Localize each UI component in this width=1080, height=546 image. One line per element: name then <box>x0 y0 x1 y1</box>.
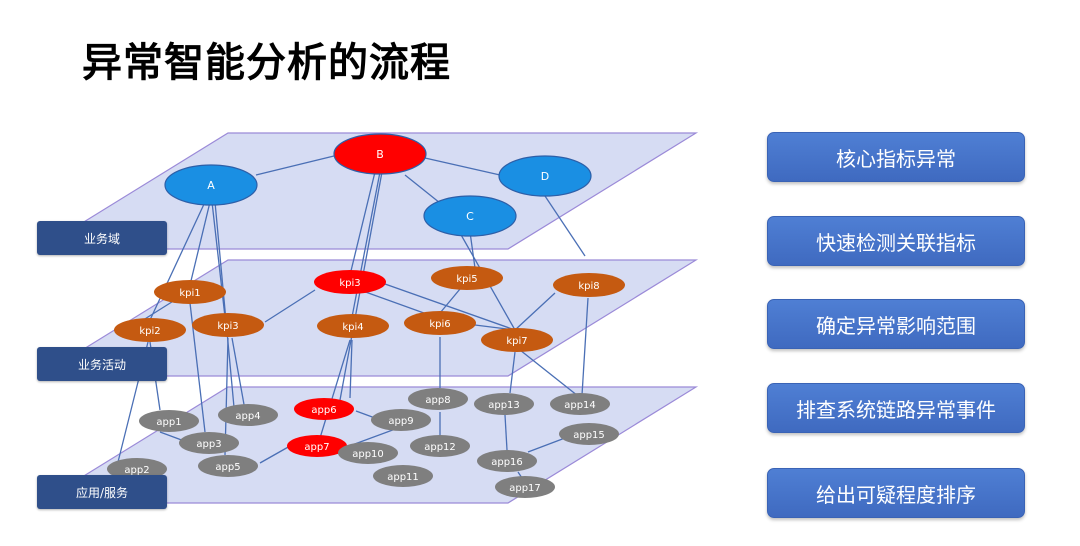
domain-node-a-label: A <box>207 179 215 192</box>
app-node-app8-label: app8 <box>425 395 450 406</box>
app-node-app13-label: app13 <box>488 400 520 411</box>
app-node-app9[interactable]: app9 <box>371 409 431 431</box>
layer-label-business-domain: 业务域 <box>37 221 167 255</box>
app-node-app13[interactable]: app13 <box>474 393 534 415</box>
kpi-node-kpi3-left[interactable]: kpi3 <box>192 313 264 337</box>
app-node-app2-label: app2 <box>124 465 149 476</box>
app-node-app7-label: app7 <box>304 442 329 453</box>
step-detect-related-metrics[interactable]: 快速检测关联指标 <box>767 216 1025 266</box>
app-node-app5[interactable]: app5 <box>198 455 258 477</box>
app-node-app5-label: app5 <box>215 462 240 473</box>
domain-node-d-label: D <box>541 170 549 183</box>
kpi-node-kpi6[interactable]: kpi6 <box>404 311 476 335</box>
app-node-app7[interactable]: app7 <box>287 435 347 457</box>
kpi-node-kpi6-label: kpi6 <box>429 319 450 330</box>
kpi-node-kpi8-label: kpi8 <box>578 281 599 292</box>
app-node-app16[interactable]: app16 <box>477 450 537 472</box>
app-node-app3-label: app3 <box>196 439 221 450</box>
app-node-app12[interactable]: app12 <box>410 435 470 457</box>
kpi-node-kpi4-label: kpi4 <box>342 322 363 333</box>
app-node-app4-label: app4 <box>235 411 260 422</box>
domain-node-c-label: C <box>466 210 474 223</box>
app-node-app10-label: app10 <box>352 449 384 460</box>
step-investigate-link-events[interactable]: 排查系统链路异常事件 <box>767 383 1025 433</box>
step-rank-suspicion[interactable]: 给出可疑程度排序 <box>767 468 1025 518</box>
domain-node-b-label: B <box>376 148 384 161</box>
kpi-node-kpi8[interactable]: kpi8 <box>553 273 625 297</box>
kpi-node-kpi1-label: kpi1 <box>179 288 200 299</box>
kpi-node-kpi3-left-label: kpi3 <box>217 321 238 332</box>
kpi-node-kpi3-anomaly[interactable]: kpi3 <box>314 270 386 294</box>
step-determine-impact-scope[interactable]: 确定异常影响范围 <box>767 299 1025 349</box>
app-node-app3[interactable]: app3 <box>179 432 239 454</box>
kpi-node-kpi5-label: kpi5 <box>456 274 477 285</box>
kpi-node-kpi1[interactable]: kpi1 <box>154 280 226 304</box>
kpi-node-kpi2-label: kpi2 <box>139 326 160 337</box>
app-node-app6[interactable]: app6 <box>294 398 354 420</box>
app-node-app17[interactable]: app17 <box>495 476 555 498</box>
kpi-node-kpi5[interactable]: kpi5 <box>431 266 503 290</box>
app-node-app1-label: app1 <box>156 417 181 428</box>
domain-node-b[interactable]: B <box>333 133 427 175</box>
app-node-app14-label: app14 <box>564 400 596 411</box>
app-node-app9-label: app9 <box>388 416 413 427</box>
app-node-app11[interactable]: app11 <box>373 465 433 487</box>
app-node-app2[interactable]: app2 <box>107 458 167 480</box>
kpi-node-kpi3-anomaly-label: kpi3 <box>339 278 360 289</box>
app-node-app12-label: app12 <box>424 442 456 453</box>
domain-node-c[interactable]: C <box>423 195 517 237</box>
app-node-app14[interactable]: app14 <box>550 393 610 415</box>
app-node-app6-label: app6 <box>311 405 336 416</box>
app-node-app15[interactable]: app15 <box>559 423 619 445</box>
app-node-app11-label: app11 <box>387 472 419 483</box>
kpi-node-kpi7-label: kpi7 <box>506 336 527 347</box>
layer-label-business-activity: 业务活动 <box>37 347 167 381</box>
app-node-app8[interactable]: app8 <box>408 388 468 410</box>
domain-node-a[interactable]: A <box>164 164 258 206</box>
kpi-node-kpi7[interactable]: kpi7 <box>481 328 553 352</box>
app-node-app16-label: app16 <box>491 457 523 468</box>
app-node-app17-label: app17 <box>509 483 541 494</box>
page-title: 异常智能分析的流程 <box>82 40 451 86</box>
kpi-node-kpi4[interactable]: kpi4 <box>317 314 389 338</box>
app-node-app1[interactable]: app1 <box>139 410 199 432</box>
app-node-app10[interactable]: app10 <box>338 442 398 464</box>
step-core-metric-anomaly[interactable]: 核心指标异常 <box>767 132 1025 182</box>
app-node-app15-label: app15 <box>573 430 605 441</box>
domain-node-d[interactable]: D <box>498 155 592 197</box>
layer-label-application-service: 应用/服务 <box>37 475 167 509</box>
app-node-app4[interactable]: app4 <box>218 404 278 426</box>
kpi-node-kpi2[interactable]: kpi2 <box>114 318 186 342</box>
